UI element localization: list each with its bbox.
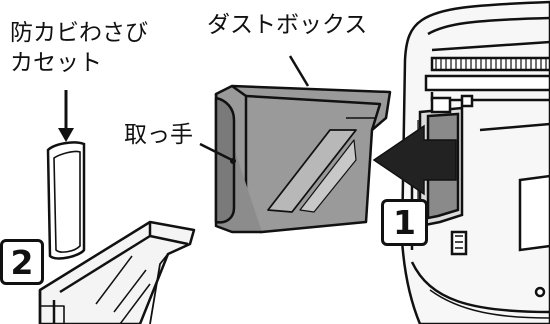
handle-pointer <box>199 142 233 162</box>
insert-arrow <box>372 124 457 196</box>
dustbox-pointer <box>288 55 310 87</box>
dust-box <box>214 84 392 234</box>
step-2-badge: 2 <box>0 239 44 285</box>
dust-box-label: ダストボックス <box>207 12 368 38</box>
handle-pointer-dot <box>230 158 236 164</box>
cartridge-label-line1: 防カビわさび <box>10 20 148 46</box>
wasabi-cartridge <box>46 141 86 260</box>
step-1-badge: 1 <box>381 199 428 246</box>
cartridge-label-line2: カセット <box>10 50 102 76</box>
handle-label: 取っ手 <box>124 122 193 148</box>
dust-box-open <box>38 220 196 324</box>
machine-body <box>400 0 550 324</box>
cartridge-arrow <box>58 90 74 142</box>
